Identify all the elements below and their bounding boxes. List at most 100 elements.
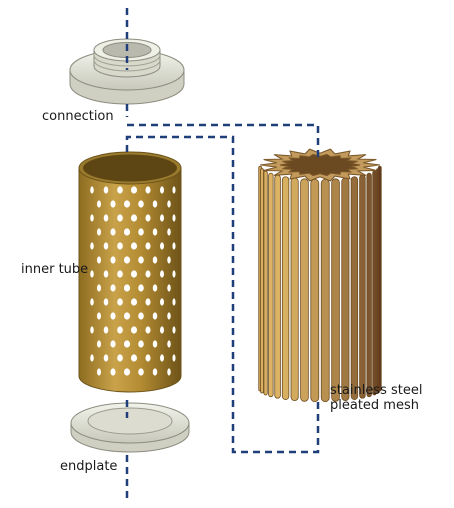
tube-hole bbox=[152, 200, 158, 208]
tube-hole bbox=[172, 326, 176, 334]
tube-hole bbox=[117, 326, 123, 334]
mesh-pleat bbox=[377, 165, 382, 392]
tube-hole bbox=[160, 242, 164, 250]
tube-hole bbox=[130, 242, 138, 250]
tube-hole bbox=[117, 214, 123, 222]
tube-hole bbox=[110, 284, 116, 292]
tube-hole bbox=[110, 256, 116, 264]
mesh-pleat bbox=[290, 177, 299, 402]
tube-hole bbox=[103, 298, 109, 306]
tube-hole bbox=[160, 354, 164, 362]
tube-hole bbox=[145, 298, 151, 306]
pleated-mesh-label-line1: stainless steel bbox=[330, 383, 423, 398]
tube-hole bbox=[145, 242, 151, 250]
tube-hole bbox=[96, 312, 102, 320]
tube-hole bbox=[90, 326, 94, 334]
inner-tube-part bbox=[78, 151, 182, 393]
tube-hole bbox=[130, 326, 138, 334]
tube-hole bbox=[138, 368, 144, 376]
tube-hole bbox=[130, 354, 138, 362]
tube-hole bbox=[96, 284, 102, 292]
tube-hole bbox=[117, 354, 123, 362]
tube-hole bbox=[110, 368, 116, 376]
tube-hole bbox=[103, 354, 109, 362]
mesh-pleat bbox=[350, 176, 359, 400]
tube-hole bbox=[110, 200, 116, 208]
tube-hole bbox=[145, 186, 151, 194]
endplate-label: endplate bbox=[60, 459, 118, 474]
tube-hole bbox=[96, 200, 102, 208]
tube-hole bbox=[172, 270, 176, 278]
tube-hole bbox=[123, 312, 131, 320]
tube-hole bbox=[117, 270, 123, 278]
assembly-dash-line bbox=[125, 8, 320, 500]
tube-hole bbox=[172, 298, 176, 306]
tube-hole bbox=[167, 368, 171, 376]
mesh-pleat bbox=[372, 170, 377, 396]
tube-hole bbox=[90, 298, 94, 306]
endplate-part bbox=[70, 402, 190, 453]
tube-hole bbox=[138, 256, 144, 264]
tube-hole bbox=[96, 228, 102, 236]
tube-hole bbox=[123, 228, 131, 236]
tube-hole bbox=[130, 270, 138, 278]
tube-hole bbox=[90, 214, 94, 222]
mesh-pleat bbox=[366, 172, 372, 398]
pleated-mesh-label-line2: pleated mesh bbox=[330, 398, 419, 413]
tube-hole bbox=[172, 354, 176, 362]
tube-hole bbox=[145, 270, 151, 278]
mesh-pleat bbox=[300, 178, 309, 402]
tube-hole bbox=[152, 368, 158, 376]
tube-hole bbox=[96, 256, 102, 264]
pleated-mesh-part bbox=[258, 148, 382, 403]
tube-hole bbox=[90, 354, 94, 362]
mesh-pleat bbox=[263, 170, 268, 396]
tube-hole bbox=[103, 270, 109, 278]
connection-label: connection bbox=[42, 109, 114, 124]
mesh-pleat bbox=[274, 174, 281, 399]
mesh-pleat bbox=[341, 177, 350, 402]
tube-hole bbox=[103, 326, 109, 334]
tube-hole bbox=[123, 368, 131, 376]
tube-hole bbox=[167, 228, 171, 236]
tube-hole bbox=[167, 340, 171, 348]
tube-hole bbox=[96, 368, 102, 376]
tube-hole bbox=[138, 340, 144, 348]
tube-hole bbox=[117, 298, 123, 306]
tube-hole bbox=[152, 312, 158, 320]
mesh-pleat bbox=[320, 178, 330, 403]
tube-hole bbox=[123, 200, 131, 208]
tube-hole bbox=[103, 186, 109, 194]
tube-hole bbox=[172, 214, 176, 222]
mesh-pleat bbox=[331, 178, 340, 402]
mesh-pleat bbox=[281, 176, 290, 400]
tube-hole bbox=[152, 340, 158, 348]
tube-hole bbox=[145, 354, 151, 362]
tube-hole bbox=[117, 242, 123, 250]
tube-hole bbox=[103, 242, 109, 250]
tube-hole bbox=[160, 270, 164, 278]
tube-hole bbox=[130, 186, 138, 194]
tube-hole bbox=[123, 340, 131, 348]
mesh-pleat bbox=[310, 178, 320, 403]
mesh-pleat bbox=[260, 168, 264, 394]
tube-hole bbox=[172, 186, 176, 194]
tube-hole bbox=[152, 228, 158, 236]
tube-hole bbox=[167, 200, 171, 208]
tube-hole bbox=[130, 298, 138, 306]
tube-hole bbox=[152, 284, 158, 292]
tube-hole bbox=[138, 312, 144, 320]
tube-hole bbox=[123, 284, 131, 292]
tube-hole bbox=[138, 200, 144, 208]
tube-hole bbox=[123, 256, 131, 264]
pleated-mesh-label: stainless steel pleated mesh bbox=[330, 383, 422, 413]
inner-tube-label: inner tube bbox=[21, 262, 89, 277]
tube-hole bbox=[160, 298, 164, 306]
tube-hole bbox=[172, 242, 176, 250]
tube-hole bbox=[145, 214, 151, 222]
tube-hole bbox=[96, 340, 102, 348]
tube-hole bbox=[90, 186, 94, 194]
tube-hole bbox=[167, 312, 171, 320]
